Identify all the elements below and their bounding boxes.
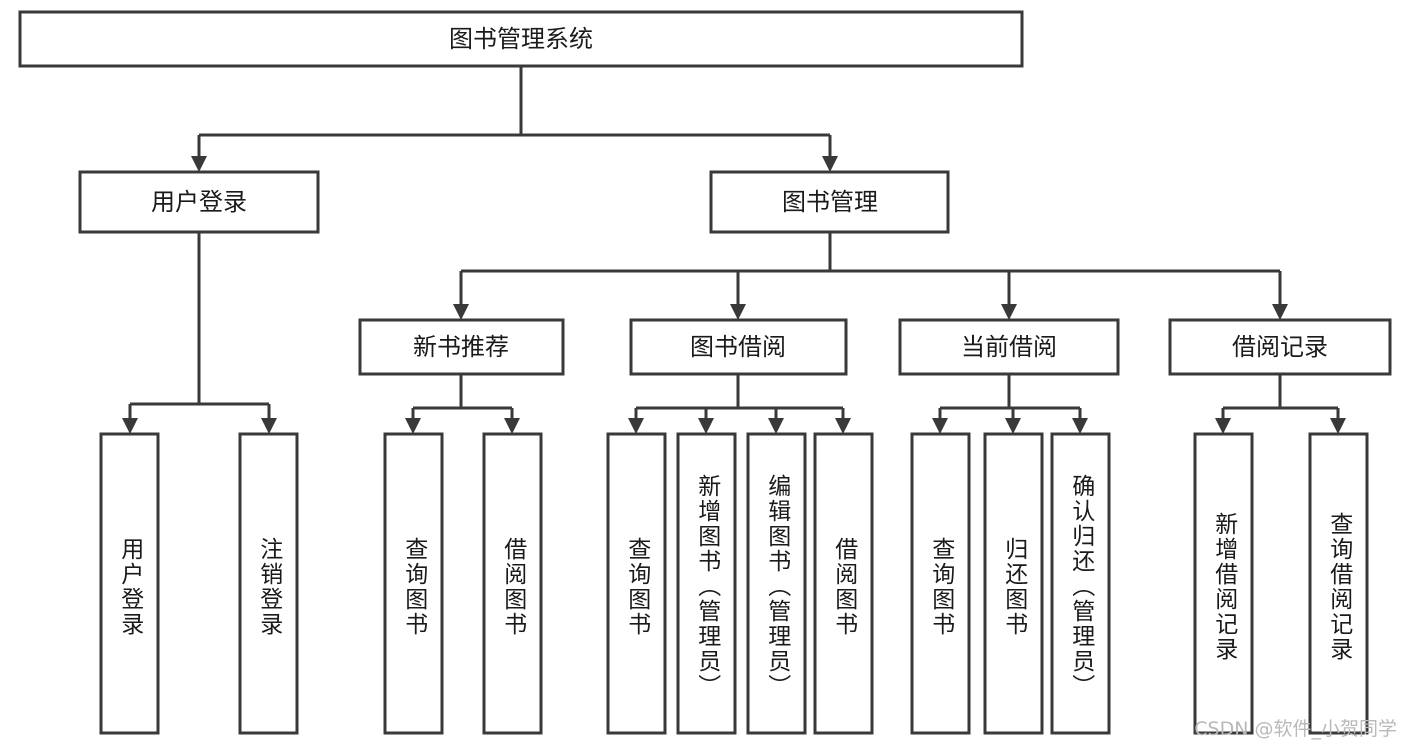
arrowhead-book-manage: [822, 156, 838, 172]
node-leaf-confirm-return-admin-label: 确认归还（管理员）: [1067, 474, 1094, 699]
node-current-borrow-box[interactable]: [898, 318, 1120, 376]
node-leaf-query-book-rec-label: 查询图书: [400, 536, 427, 637]
node-borrow-record[interactable]: 借阅记录: [1168, 318, 1392, 376]
node-leaf-add-book-admin-box[interactable]: [676, 432, 737, 735]
watermark-text: CSDN @软件_小贺同学: [1194, 718, 1397, 740]
arrowhead-leaf-borrow-book-rec: [504, 418, 520, 434]
arrowhead-leaf-query-book-rec: [405, 418, 421, 434]
arrowhead-leaf-edit-book-admin: [768, 418, 784, 434]
node-leaf-borrow-book-rec-label: 借阅图书: [499, 536, 526, 637]
node-book-manage-label: 图书管理: [782, 188, 878, 216]
node-leaf-user-login-label: 用户登录: [116, 536, 143, 637]
node-book-borrow[interactable]: 图书借阅: [629, 318, 848, 376]
node-leaf-confirm-return-admin-box[interactable]: [1050, 432, 1111, 735]
connector-group: [122, 66, 1346, 434]
arrowhead-book-borrow: [730, 304, 746, 320]
arrowhead-leaf-return-book: [1005, 418, 1021, 434]
node-book-manage-box[interactable]: [709, 170, 950, 234]
node-leaf-borrow-book-label: 借阅图书: [830, 536, 857, 637]
arrowhead-leaf-query-book-current: [932, 418, 948, 434]
node-leaf-user-logout-box[interactable]: [238, 432, 299, 735]
node-leaf-return-book-box[interactable]: [983, 432, 1044, 735]
node-leaf-query-borrow-record[interactable]: 查询借阅记录: [1310, 434, 1367, 733]
arrowhead-leaf-confirm-return-admin: [1072, 418, 1088, 434]
arrowhead-current-borrow: [1001, 304, 1017, 320]
node-leaf-edit-book-admin[interactable]: 编辑图书（管理员）: [748, 434, 805, 733]
node-user-login-box[interactable]: [78, 170, 320, 234]
node-leaf-add-borrow-record-label: 新增借阅记录: [1210, 511, 1237, 662]
arrowhead-leaf-user-logout: [261, 418, 277, 434]
node-leaf-user-logout[interactable]: 注销登录: [240, 434, 297, 733]
node-leaf-add-book-admin[interactable]: 新增图书（管理员）: [678, 434, 735, 733]
arrowhead-leaf-borrow-book: [835, 418, 851, 434]
leaf-box-group: [99, 432, 1369, 735]
node-leaf-query-borrow-record-label: 查询借阅记录: [1325, 511, 1352, 662]
node-leaf-query-book-current[interactable]: 查询图书: [912, 434, 969, 733]
node-leaf-borrow-book-rec-box[interactable]: [482, 432, 543, 735]
node-new-book-recommend-box[interactable]: [358, 318, 565, 376]
node-book-borrow-label: 图书借阅: [690, 333, 786, 361]
node-leaf-add-book-admin-label: 新增图书（管理员）: [693, 474, 720, 699]
node-leaf-query-book-borrow-box[interactable]: [606, 432, 667, 735]
node-leaf-user-login[interactable]: 用户登录: [101, 434, 158, 733]
arrowhead-leaf-query-book-borrow: [628, 418, 644, 434]
node-current-borrow-label: 当前借阅: [961, 333, 1057, 361]
node-leaf-edit-book-admin-label: 编辑图书（管理员）: [763, 474, 790, 699]
node-leaf-query-book-rec-box[interactable]: [383, 432, 444, 735]
node-leaf-query-book-borrow-label: 查询图书: [623, 536, 650, 637]
node-book-borrow-box[interactable]: [629, 318, 848, 376]
arrowhead-borrow-record: [1272, 304, 1288, 320]
node-new-book-recommend[interactable]: 新书推荐: [358, 318, 565, 376]
node-leaf-user-login-box[interactable]: [99, 432, 160, 735]
node-leaf-query-borrow-record-box[interactable]: [1308, 432, 1369, 735]
node-leaf-add-borrow-record[interactable]: 新增借阅记录: [1195, 434, 1252, 733]
node-root[interactable]: 图书管理系统: [18, 10, 1024, 68]
node-current-borrow[interactable]: 当前借阅: [898, 318, 1120, 376]
node-leaf-add-borrow-record-box[interactable]: [1193, 432, 1254, 735]
node-book-manage[interactable]: 图书管理: [709, 170, 950, 234]
node-root-box[interactable]: [18, 10, 1024, 68]
node-root-label: 图书管理系统: [449, 25, 593, 53]
arrowhead-new-book-recommend: [453, 304, 469, 320]
arrowhead-leaf-add-borrow-record: [1215, 418, 1231, 434]
node-leaf-query-book-current-box[interactable]: [910, 432, 971, 735]
node-leaf-borrow-book-box[interactable]: [813, 432, 874, 735]
node-leaf-return-book-label: 归还图书: [1000, 536, 1027, 637]
arrowhead-leaf-user-login: [122, 418, 138, 434]
node-leaf-query-book-current-label: 查询图书: [927, 536, 954, 637]
node-leaf-borrow-book-rec[interactable]: 借阅图书: [484, 434, 541, 733]
arrowhead-user-login: [191, 156, 207, 172]
node-leaf-query-book-rec[interactable]: 查询图书: [385, 434, 442, 733]
node-user-login-label: 用户登录: [151, 188, 247, 216]
node-borrow-record-box[interactable]: [1168, 318, 1392, 376]
node-borrow-record-label: 借阅记录: [1232, 333, 1328, 361]
node-new-book-recommend-label: 新书推荐: [413, 333, 509, 361]
arrowhead-leaf-query-borrow-record: [1330, 418, 1346, 434]
node-leaf-edit-book-admin-box[interactable]: [746, 432, 807, 735]
node-leaf-query-book-borrow[interactable]: 查询图书: [608, 434, 665, 733]
node-leaf-confirm-return-admin[interactable]: 确认归还（管理员）: [1052, 434, 1109, 733]
node-leaf-return-book[interactable]: 归还图书: [985, 434, 1042, 733]
node-leaf-user-logout-label: 注销登录: [255, 536, 282, 637]
arrowhead-leaf-add-book-admin: [698, 418, 714, 434]
node-user-login[interactable]: 用户登录: [78, 170, 320, 234]
node-leaf-borrow-book[interactable]: 借阅图书: [815, 434, 872, 733]
